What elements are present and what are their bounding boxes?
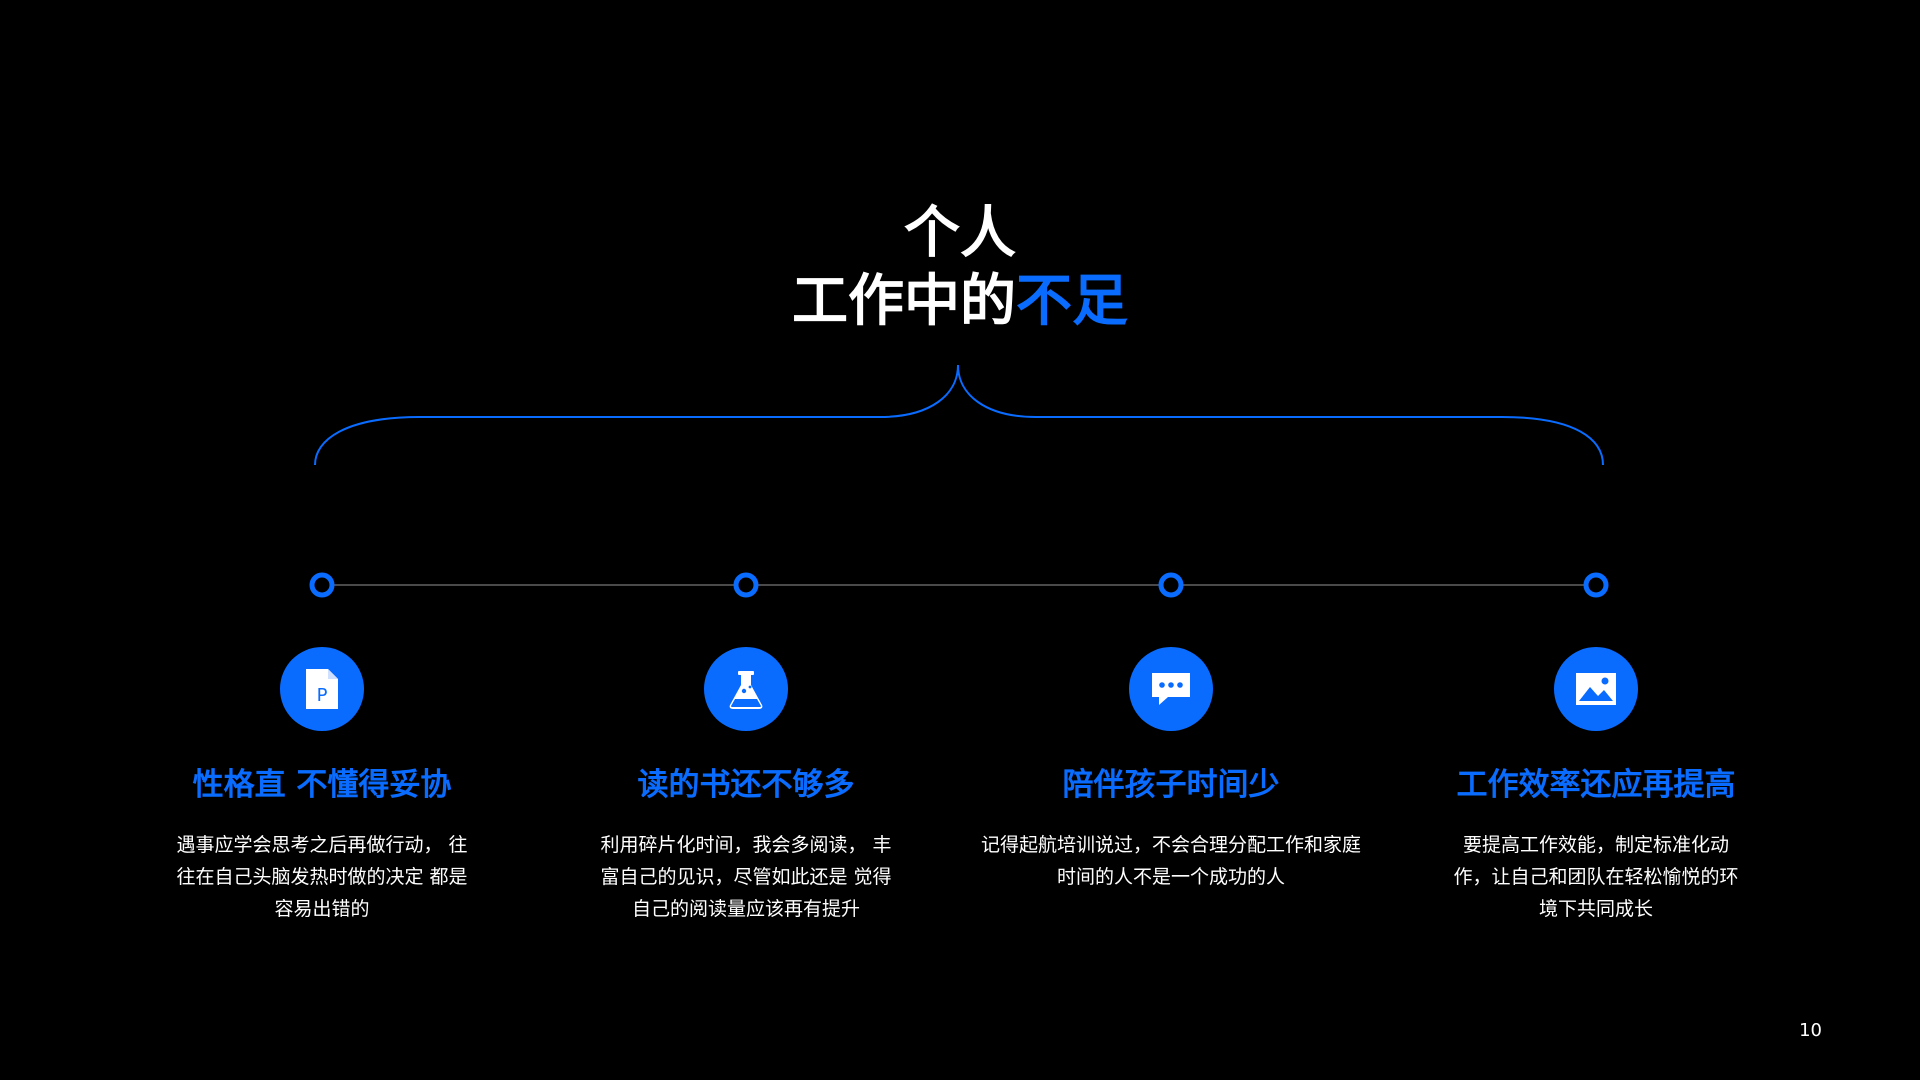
timeline-node-1	[309, 572, 335, 598]
title-line-2-accent: 不足	[1016, 269, 1128, 334]
title-line-2-prefix: 工作中的	[792, 269, 1016, 334]
item-heading: 陪伴孩子时间少	[1062, 767, 1280, 803]
svg-text:P: P	[317, 685, 328, 706]
item-description: 利用碎片化时间，我会多阅读， 丰富自己的见识，尽管如此还是 觉得自己的阅读量应该…	[600, 834, 892, 920]
timeline-node-2	[733, 572, 759, 598]
flask-icon	[704, 647, 788, 731]
image-icon	[1554, 647, 1638, 731]
item-heading: 工作效率还应再提高	[1456, 767, 1736, 803]
powerpoint-file-icon: P	[280, 647, 364, 731]
item-description: 要提高工作效能，制定标准化动作，让自己和团队在轻松愉悦的环境下共同成长	[1453, 834, 1739, 920]
title-line-1: 个人	[904, 201, 1016, 266]
curly-brace	[314, 364, 1604, 466]
chat-bubble-icon	[1129, 647, 1213, 731]
item-description: 遇事应学会思考之后再做行动， 往往在自己头脑发热时做的决定 都是容易出错的	[176, 834, 468, 920]
timeline-node-3	[1158, 572, 1184, 598]
item-heading: 读的书还不够多	[637, 767, 855, 803]
item-heading: 性格直 不懂得妥协	[192, 767, 452, 803]
timeline-node-4	[1583, 572, 1609, 598]
item-description: 记得起航培训说过，不会合理分配工作和家庭时间的人不是一个成功的人	[981, 834, 1362, 888]
title-line-2: 工作中的不足	[0, 274, 1920, 330]
page-number: 10	[1799, 1020, 1822, 1041]
